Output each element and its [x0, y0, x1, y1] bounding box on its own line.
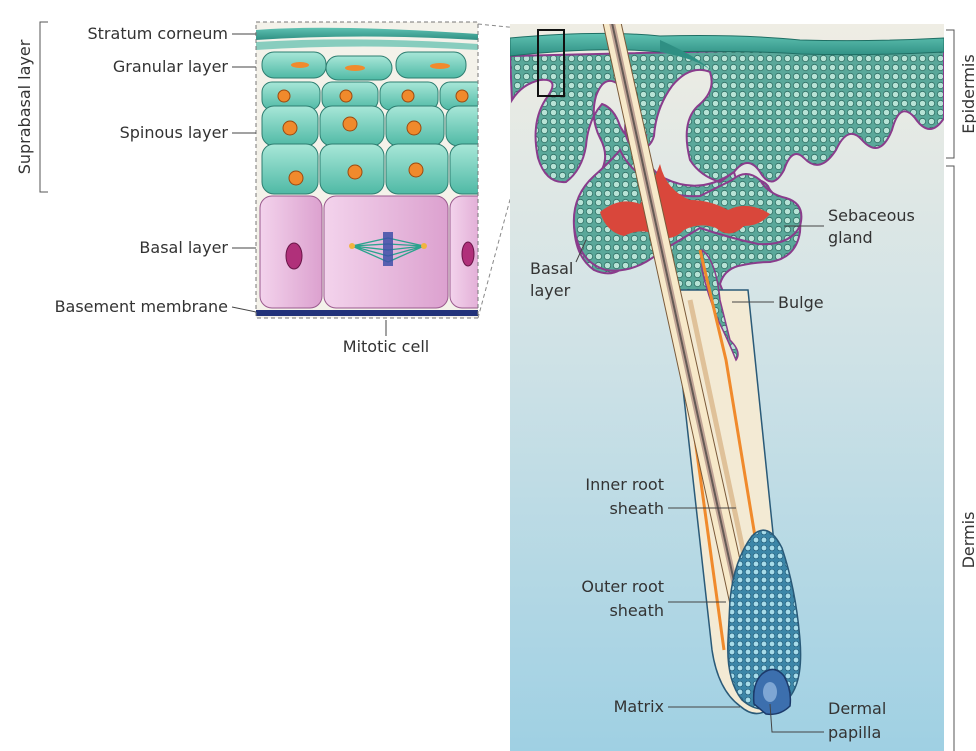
label-sebaceous-line1: Sebaceous — [828, 206, 915, 225]
basal-layer-cells — [260, 196, 490, 308]
epidermis-inset — [256, 22, 490, 318]
label-dermis: Dermis — [959, 512, 976, 569]
label-matrix: Matrix — [614, 697, 664, 716]
label-dermal-papilla-line1: Dermal — [828, 699, 886, 718]
side-brackets: Epidermis Dermis — [946, 30, 976, 751]
label-epidermis: Epidermis — [959, 54, 976, 133]
suprabasal-bracket — [40, 22, 48, 192]
label-suprabasal-layer: Suprabasal layer — [15, 39, 34, 174]
label-inner-root-line2: sheath — [609, 499, 664, 518]
label-outer-root-line1: Outer root — [581, 577, 664, 596]
label-basal-layer: Basal layer — [139, 238, 228, 257]
label-sebaceous-line2: gland — [828, 228, 873, 247]
hair-follicle-panel — [510, 0, 944, 751]
label-dermal-papilla-line2: papilla — [828, 723, 881, 742]
label-mitotic-cell: Mitotic cell — [343, 337, 429, 356]
label-basal-line2: layer — [530, 281, 571, 300]
label-stratum-corneum: Stratum corneum — [88, 24, 229, 43]
label-granular-layer: Granular layer — [113, 57, 229, 76]
label-bulge: Bulge — [778, 293, 824, 312]
label-basal-line1: Basal — [530, 259, 573, 278]
label-outer-root-line2: sheath — [609, 601, 664, 620]
label-basement-membrane: Basement membrane — [55, 297, 228, 316]
basement-membrane-shape — [256, 310, 478, 316]
label-spinous-layer: Spinous layer — [120, 123, 229, 142]
label-inner-root-line1: Inner root — [585, 475, 664, 494]
granular-layer-cells — [262, 52, 466, 80]
spinous-layer-cells — [262, 82, 490, 194]
